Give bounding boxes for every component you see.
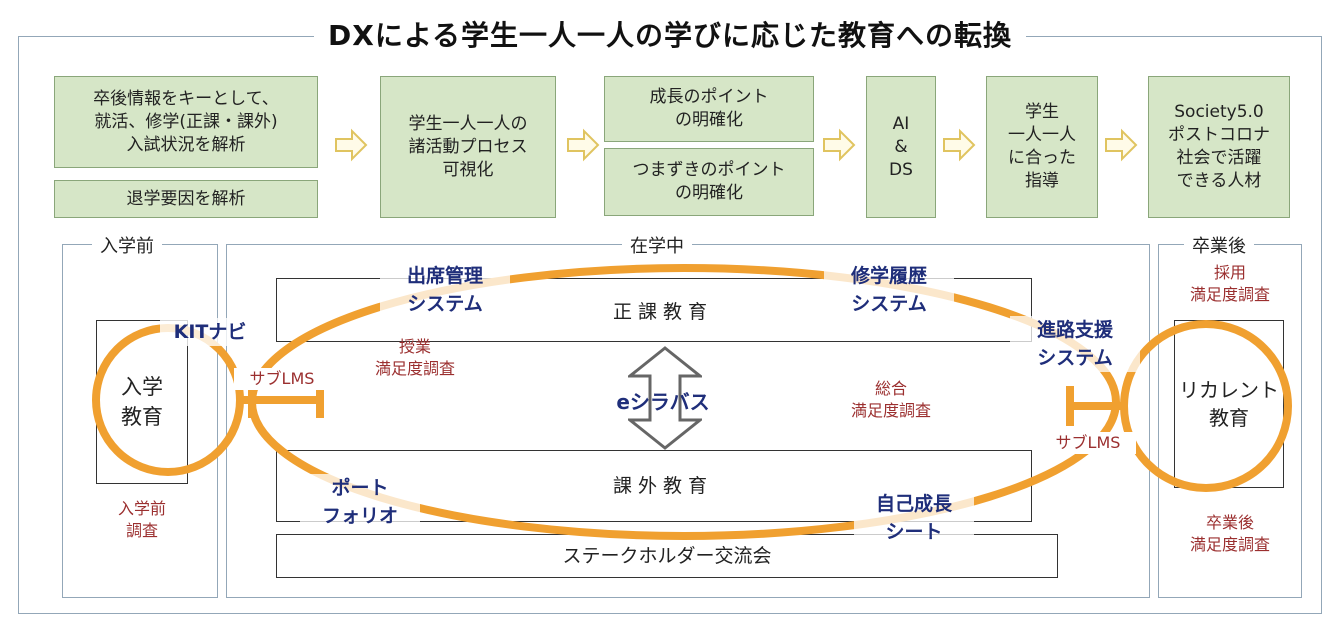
kit-navi-label: KITナビ (160, 318, 260, 346)
e-syllabus-label: eシラバス (616, 390, 710, 414)
double-arrow-icon (628, 346, 702, 450)
left-loop (92, 324, 244, 476)
class-survey-label: 授業 満足度調査 (374, 337, 455, 378)
flow-arrow-icon (823, 128, 856, 162)
stumble-point-box: つまずきのポイント の明確化 (604, 148, 814, 216)
study-record-system-label: 修学履歴 システム (824, 262, 954, 318)
ai-ds-box: AI & DS (866, 76, 936, 218)
regular-curriculum-label: 正 課 教 育 (612, 301, 708, 323)
overall-survey-label: 総合 満足度調査 (850, 379, 931, 420)
during-enrollment-label: 在学中 (622, 232, 692, 258)
extracurricular-label: 課 外 教 育 (612, 475, 708, 497)
visualization-box: 学生一人一人の 諸活動プロセス 可視化 (380, 76, 556, 218)
before-enrollment-label: 入学前 (92, 232, 162, 258)
flow-arrow-icon (567, 128, 600, 162)
attendance-system-label: 出席管理 システム (380, 262, 510, 318)
individual-guidance-box: 学生 一人一人 に合った 指導 (986, 76, 1098, 218)
career-support-system-label: 進路支援 システム (1010, 316, 1140, 372)
flow-arrow-icon (1105, 128, 1138, 162)
diagram-title-wrap: DXによる学生一人一人の学びに応じた教育への転換 (0, 14, 1340, 54)
analysis-box: 卒後情報をキーとして、 就活、修学(正課・課外) 入試状況を解析 (54, 76, 318, 168)
sub-lms-right-label: サブLMS (1040, 432, 1136, 454)
pre-entry-survey-label: 入学前 調査 (117, 499, 166, 540)
society-box: Society5.0 ポストコロナ 社会で活躍 できる人材 (1148, 76, 1290, 218)
right-loop (1120, 320, 1292, 492)
after-graduation-label: 卒業後 (1184, 232, 1254, 258)
diagram-title: DXによる学生一人一人の学びに応じた教育への転換 (314, 19, 1026, 52)
graduate-survey-label: 卒業後 満足度調査 (1189, 513, 1270, 554)
portfolio-label: ポート フォリオ (300, 474, 420, 530)
flow-arrow-icon (943, 128, 976, 162)
sub-lms-left-label: サブLMS (234, 368, 330, 390)
growth-point-box: 成長のポイント の明確化 (604, 76, 814, 142)
recruit-survey-label: 採用 満足度調査 (1189, 263, 1270, 304)
self-growth-sheet-label: 自己成長 シート (854, 490, 974, 546)
flow-arrow-icon (335, 128, 368, 162)
dropout-analysis-box: 退学要因を解析 (54, 180, 318, 218)
